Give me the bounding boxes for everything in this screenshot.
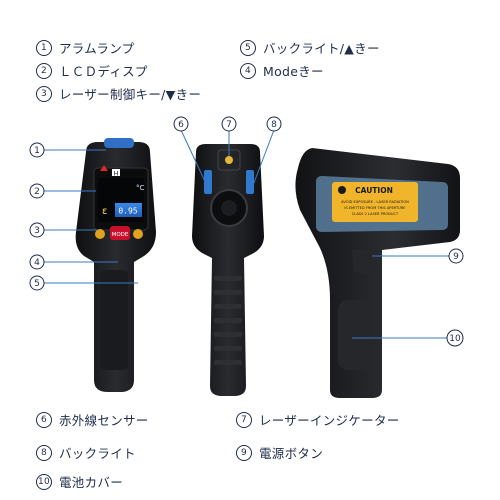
legend-number: 2 (36, 62, 52, 79)
alarm-icon (100, 165, 108, 171)
h-icon: H (114, 171, 119, 178)
device-side: CAUTION AVOID EXPOSURE - LASER RADIATION… (295, 148, 460, 398)
legend-item-9: 9 電源ボタン (236, 443, 323, 462)
emissivity-symbol: ε (102, 206, 107, 217)
legend-number: 8 (36, 444, 52, 461)
legend-text: レーザー制御キー/▼きー (59, 87, 202, 102)
backlight-button[interactable] (133, 229, 143, 239)
callout-3: 3 (34, 226, 40, 236)
callout-2: 2 (34, 187, 40, 197)
callout-markers: 1 2 3 4 5 6 7 8 9 10 (29, 116, 464, 347)
legend-text: ＬＣＤディスプ (59, 64, 148, 79)
backlight-led-left (204, 170, 212, 194)
legend-text: 電源ボタン (259, 446, 324, 461)
callout-1: 1 (34, 146, 40, 156)
legend-item-6: 6 赤外線センサー (36, 410, 149, 429)
legend-item-10: 10 電池カバー (36, 472, 123, 491)
callout-10: 10 (449, 334, 461, 344)
legend-number: 6 (36, 411, 52, 428)
legend-number: 5 (240, 39, 256, 56)
legend-item-8: 8 バックライト (36, 443, 136, 462)
legend-item-1: 1 アラムランプ (36, 38, 134, 57)
h-icon-bg (112, 169, 120, 176)
emissivity-reading: 0.95 (118, 207, 137, 216)
legend-text: 赤外線センサー (59, 413, 149, 428)
legend-number: 1 (36, 39, 52, 56)
callout-4: 4 (34, 258, 40, 268)
caution-label (332, 182, 418, 222)
device-front: H °C ε 0.95 MODE (75, 138, 156, 392)
legend-text: アラムランプ (59, 41, 135, 56)
legend-number: 9 (236, 444, 252, 461)
callout-5: 5 (34, 279, 40, 289)
legend-number: 7 (236, 411, 252, 428)
caution-line-1: AVOID EXPOSURE - LASER RADIATION (341, 200, 409, 204)
legend-item-3: 3 レーザー制御キー/▼きー (36, 84, 201, 103)
caution-line-2: IS EMITTED FROM THIS APERTURE (344, 206, 406, 210)
laser-button[interactable] (95, 229, 105, 239)
legend-text: バックライト (59, 446, 136, 461)
caution-title: CAUTION (355, 186, 393, 195)
callout-6: 6 (178, 120, 184, 130)
legend-number: 10 (36, 473, 52, 490)
backlight-led-right (246, 170, 254, 194)
legend-item-2: 2 ＬＣＤディスプ (36, 61, 148, 80)
legend-text: バックライト/▲きー (263, 41, 380, 56)
legend-text: レーザーインジケーター (259, 413, 400, 428)
legend-item-5: 5 バックライト/▲きー (240, 38, 380, 57)
legend-text: 電池カバー (59, 475, 124, 490)
legend-number: 4 (240, 62, 256, 79)
laser-indicator-icon (225, 156, 233, 164)
legend-item-4: 4 Modeきー (240, 61, 324, 80)
mode-button[interactable] (110, 226, 130, 240)
device-back (192, 144, 264, 396)
mode-button-label: MODE (112, 232, 129, 238)
battery-cover[interactable] (338, 300, 372, 370)
legend-text: Modeきー (263, 64, 324, 79)
callout-lines (44, 129, 450, 339)
callout-7: 7 (226, 120, 232, 130)
legend-number: 3 (36, 85, 52, 102)
callout-8: 8 (271, 120, 277, 130)
unit-label: °C (136, 184, 145, 192)
legend-item-7: 7 レーザーインジケーター (236, 410, 400, 429)
power-button[interactable] (352, 250, 374, 274)
callout-9: 9 (453, 252, 459, 262)
caution-line-3: CLASS 2 LASER PRODUCT (352, 212, 399, 216)
